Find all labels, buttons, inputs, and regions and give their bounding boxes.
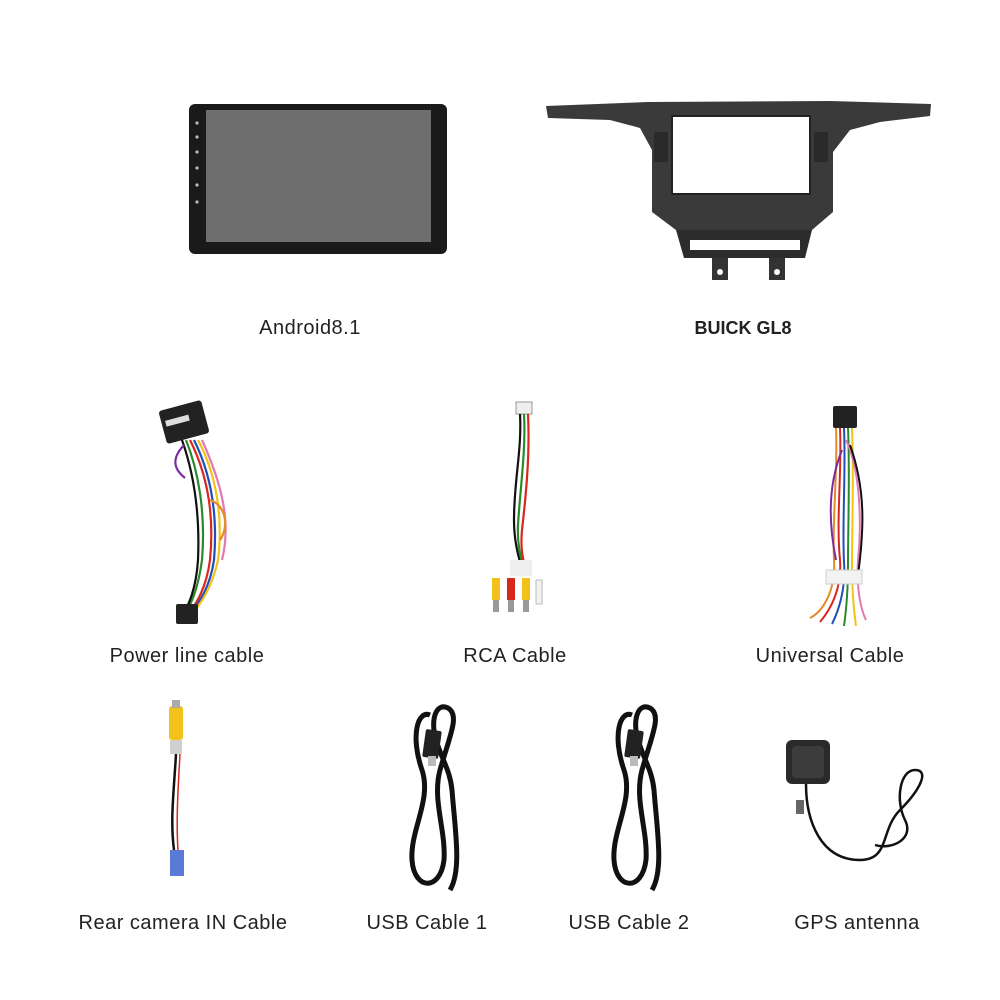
gps-antenna-label: GPS antenna — [794, 912, 920, 934]
head-unit-label: Android8.1 — [259, 317, 361, 339]
rear-camera-rca-plug — [169, 706, 183, 740]
volume-up-icon — [195, 166, 199, 170]
rear-camera-cable-label: Rear camera IN Cable — [78, 912, 288, 934]
home-icon — [195, 135, 199, 139]
gps-antenna-connector — [796, 800, 804, 814]
universal-cable-label: Universal Cable — [755, 645, 905, 667]
rca-plugs — [492, 578, 543, 612]
rear-camera-connector — [170, 850, 184, 876]
rca-cable-label: RCA Cable — [463, 645, 567, 667]
dash-frame-opening — [671, 115, 811, 195]
dash-frame-label: BUICK GL8 — [694, 318, 792, 338]
volume-down-icon — [195, 183, 199, 187]
power-cable-label: Power line cable — [109, 645, 265, 667]
usb-cable-2-label: USB Cable 2 — [568, 912, 690, 934]
power-connector-bottom — [176, 604, 198, 624]
universal-connector-top — [833, 406, 857, 428]
usb-cable-1-connector — [422, 729, 442, 759]
usb-cable-2-connector — [624, 729, 644, 759]
power-icon — [195, 121, 199, 125]
menu-icon — [195, 200, 199, 204]
back-icon — [195, 150, 199, 154]
usb-cable-1-label: USB Cable 1 — [366, 912, 488, 934]
head-unit-screen — [206, 110, 431, 242]
